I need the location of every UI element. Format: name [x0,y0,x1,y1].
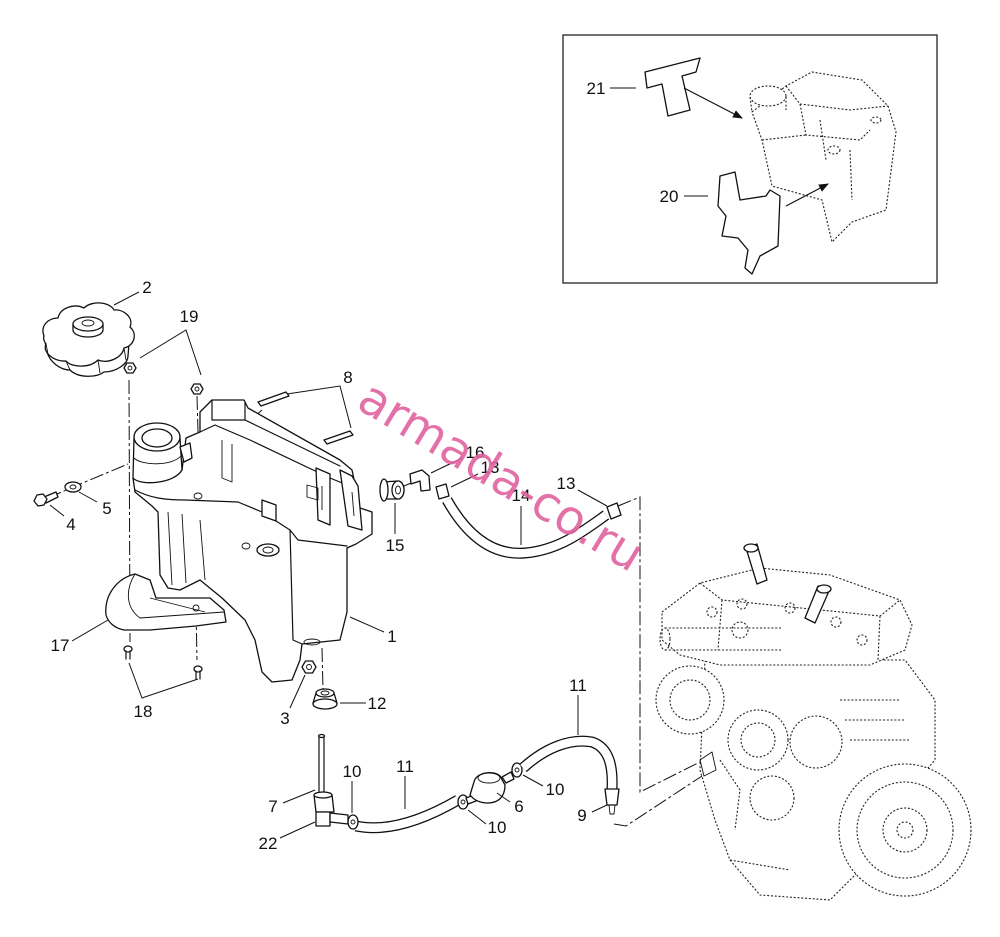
hose-11-upper [519,735,618,790]
callout-13-b: 13 [557,474,576,493]
callout-labels: 2 19 8 16 13 14 13 4 5 15 1 17 18 3 12 1… [51,278,587,853]
grommet-15 [379,478,405,502]
fitting-9 [604,788,620,815]
callout-2: 2 [142,278,151,297]
clamp-13-a [435,483,450,500]
callout-22: 22 [259,834,278,853]
callout-17: 17 [51,636,70,655]
hose-14 [442,497,610,559]
spark-plug-2 [804,584,832,624]
callout-19: 19 [180,307,199,326]
callout-4: 4 [66,515,75,534]
tee-fitting-22 [315,811,349,827]
callout-21: 21 [587,79,606,98]
heat-shield-17 [105,573,227,631]
callout-11-b: 11 [396,757,414,776]
callout-13-a: 13 [481,458,500,477]
callout-10-b: 10 [546,780,565,799]
callout-11-a: 11 [569,676,587,695]
engine-oil-fitting [699,751,717,777]
oil-tank-1 [132,399,373,683]
callout-12: 12 [368,694,387,713]
callout-20: 20 [660,187,679,206]
nuts-19 [123,362,204,395]
arrow-decal-to-tank [683,87,743,119]
elbow-fitting-16 [409,469,431,492]
callout-6: 6 [514,797,523,816]
callout-3: 3 [280,709,289,728]
inset-panel: 21 20 [562,34,938,284]
nut-3 [301,660,317,674]
fuel-filter-6 [465,771,515,805]
clamp-10-c [511,762,523,778]
inset-frame [562,34,938,284]
callout-18: 18 [134,702,153,721]
clamp-10-b [457,794,469,810]
leader-lines [49,291,608,839]
clamp-13-b [606,502,622,520]
callout-15: 15 [386,536,405,555]
arrow-bracket-to-tank [785,183,829,207]
tank-cap-2 [42,302,135,377]
inset-tank [749,71,897,244]
strips-8 [257,391,354,445]
engine-assembly [655,543,972,901]
bolt-4 [33,491,59,507]
callout-10-c: 10 [488,818,507,837]
callout-14: 14 [512,486,531,505]
callout-1: 1 [387,627,396,646]
hose-11-lower [354,795,461,834]
callout-8: 8 [343,368,352,387]
bracket-20 [717,171,781,275]
screws-18 [123,645,203,680]
washer-5 [64,481,82,493]
callout-7: 7 [268,797,277,816]
oil-level-sensor-7 [313,733,335,813]
callout-9: 9 [577,806,586,825]
clamp-10-a [347,814,359,830]
label-decal-21 [644,57,701,117]
spark-plug-1 [743,543,768,585]
callout-5: 5 [102,499,111,518]
grommet-12 [312,688,338,710]
callout-10-a: 10 [343,762,362,781]
callout-16: 16 [466,443,485,462]
